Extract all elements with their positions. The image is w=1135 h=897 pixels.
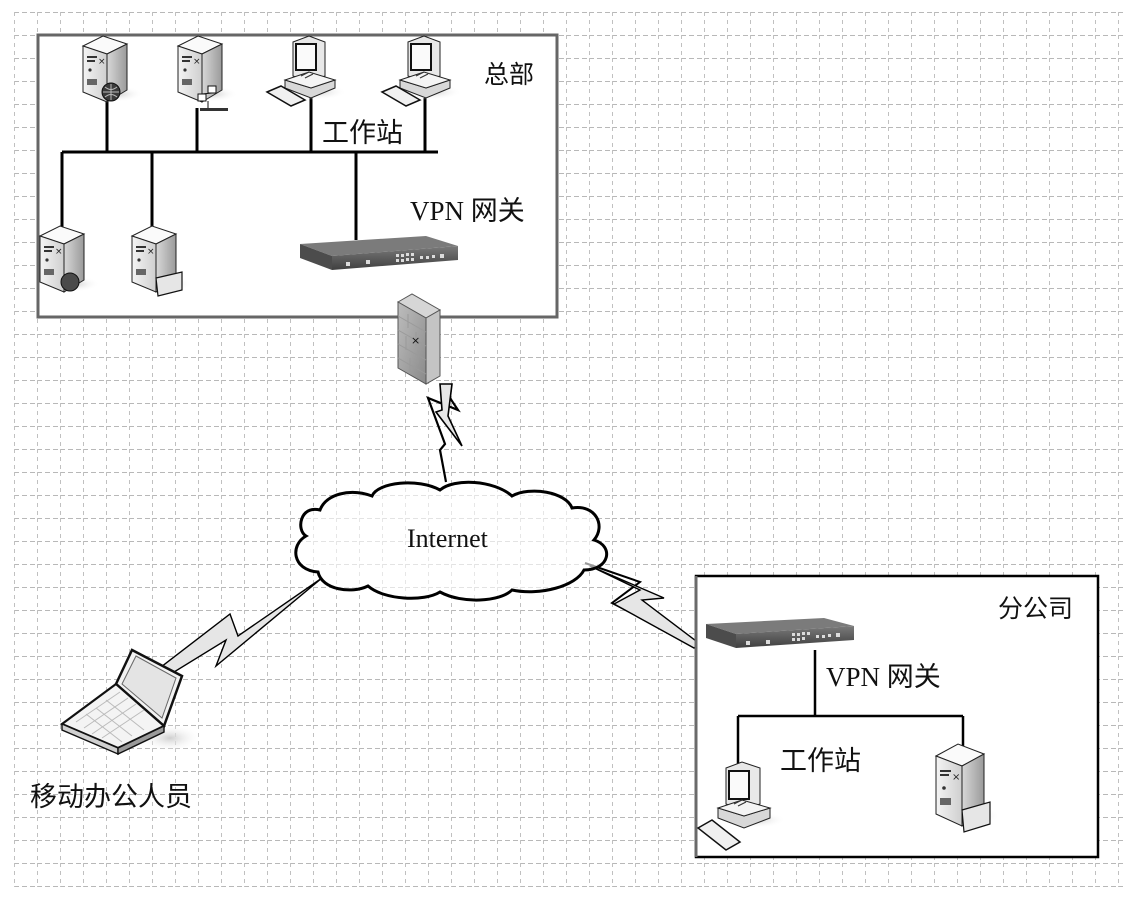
branch-bus — [736, 650, 965, 766]
hq-server-file[interactable]: × — [130, 225, 192, 297]
mobile-laptop[interactable] — [59, 648, 202, 756]
branch-workstation[interactable] — [696, 761, 786, 851]
branch-workstation-label: 工作站 — [780, 746, 861, 777]
hq-bus — [60, 98, 438, 240]
mobile-user-label: 移动办公人员 — [30, 782, 192, 813]
keyboard-icon — [380, 85, 422, 107]
headquarters-group: × × — [36, 33, 559, 319]
network-share-icon — [197, 85, 228, 111]
headquarters-label: 总部 — [484, 60, 535, 89]
card-icon — [961, 801, 991, 833]
svg-text:×: × — [193, 57, 201, 67]
branch-server[interactable]: × — [934, 743, 1000, 833]
svg-text:×: × — [55, 247, 63, 257]
disk-icon — [60, 272, 80, 292]
link-firewall-internet — [426, 383, 463, 483]
keyboard-icon — [265, 85, 307, 107]
internet-cloud[interactable] — [294, 480, 609, 602]
branch-vpn-gateway-label: VPN 网关 — [826, 662, 941, 692]
svg-text:×: × — [952, 772, 960, 783]
hq-server-database[interactable]: × — [38, 225, 100, 293]
hq-vpn-gateway-label: VPN 网关 — [410, 196, 525, 226]
branch-vpn-gateway[interactable] — [706, 618, 854, 648]
svg-text:×: × — [98, 57, 106, 67]
svg-text:×: × — [411, 334, 420, 347]
branch-group: × — [694, 574, 1100, 859]
hq-server-web[interactable]: × — [81, 35, 143, 103]
hq-vpn-gateway[interactable] — [300, 236, 458, 270]
branch-label: 分公司 — [998, 594, 1074, 623]
lightning-bolt-icon — [434, 383, 463, 447]
firewall[interactable]: × — [396, 293, 442, 385]
hq-server-network[interactable]: × — [176, 35, 238, 111]
svg-text:×: × — [147, 247, 155, 257]
hq-workstation-2[interactable] — [380, 35, 462, 107]
internet-label: Internet — [407, 524, 488, 553]
card-icon — [155, 271, 183, 297]
keyboard-icon — [696, 819, 742, 851]
brick-wall-icon — [397, 314, 427, 375]
hq-workstation-label: 工作站 — [322, 118, 403, 149]
hq-workstation-1[interactable] — [265, 35, 347, 107]
